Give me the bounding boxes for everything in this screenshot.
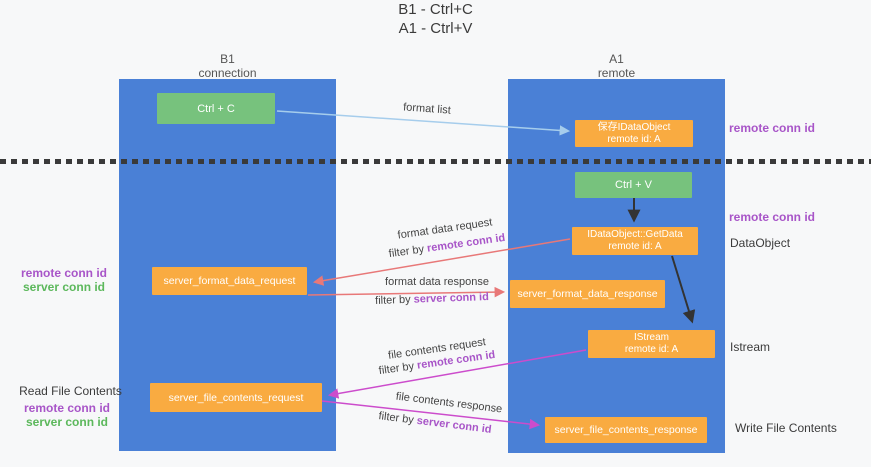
filter-by-text: filter by (374, 293, 411, 307)
server-format-data-request-box: server_format_data_request (152, 267, 307, 295)
lifeline-header-a1: A1 remote (508, 52, 725, 80)
save-dataobject-line2: remote id: A (607, 133, 661, 145)
server-file-contents-request-label: server_file_contents_request (168, 391, 304, 404)
filter-by-text: filter by (377, 410, 415, 427)
server-conn-id-inline-1: server conn id (413, 291, 490, 306)
remote-conn-id-label-left2: remote conn id (23, 401, 110, 415)
lifeline-b1-name: B1 (220, 52, 235, 66)
istream-label: Istream (730, 340, 771, 354)
ctrl-v-box: Ctrl + V (575, 172, 692, 198)
read-file-contents-label: Read File Contents (19, 384, 122, 398)
left-conn-id-group-format: remote conn id server conn id (14, 266, 114, 294)
istream-box: IStream remote id: A (588, 330, 715, 358)
format-list-label: format list (402, 101, 452, 117)
dataobject-label: DataObject (730, 236, 791, 250)
remote-conn-id-label-top: remote conn id (729, 121, 816, 135)
server-conn-id-inline-2: server conn id (416, 414, 493, 436)
istream-line1: IStream (633, 332, 669, 343)
lifeline-a1-name: A1 (609, 52, 624, 66)
title-line-2: A1 - Ctrl+V (398, 20, 473, 37)
ctrl-c-box: Ctrl + C (157, 93, 275, 124)
getdata-line1: IDataObject::GetData (587, 229, 683, 240)
server-file-contents-request-box: server_file_contents_request (150, 383, 322, 412)
getdata-line2: remote id: A (608, 241, 662, 252)
left-conn-id-group-file: remote conn id server conn id (17, 401, 117, 429)
format-data-response-label: format data response (385, 276, 489, 288)
remote-conn-id-label-mid: remote conn id (729, 210, 816, 224)
server-file-contents-response-box: server_file_contents_response (545, 417, 707, 443)
diagram-title: B1 - Ctrl+C A1 - Ctrl+V (0, 0, 871, 38)
remote-conn-id-label-left1: remote conn id (20, 266, 107, 280)
dashed-separator (0, 159, 871, 164)
server-format-data-request-label: server_format_data_request (163, 275, 296, 287)
istream-line2: remote id: A (624, 344, 679, 355)
filter-by-server-label-1: filter by server conn id (375, 291, 489, 307)
save-dataobject-box: 保存IDataObject remote id: A (575, 120, 693, 147)
lifeline-a1-role: remote (597, 66, 636, 80)
title-line-1: B1 - Ctrl+C (398, 1, 473, 18)
lifeline-header-b1: B1 connection (119, 52, 336, 80)
server-format-data-response-label: server_format_data_response (517, 288, 658, 300)
filter-by-server-label-2: filter by server conn id (378, 410, 492, 436)
server-conn-id-label-left2: server conn id (25, 415, 109, 429)
server-format-data-response-box: server_format_data_response (510, 280, 665, 308)
lifeline-b1-role: connection (198, 66, 257, 80)
save-dataobject-line1: 保存IDataObject (597, 121, 671, 133)
filter-by-text: filter by (388, 243, 425, 261)
ctrl-v-label: Ctrl + V (615, 179, 652, 191)
file-contents-response-label: file contents response (395, 390, 503, 416)
write-file-contents-label: Write File Contents (735, 421, 837, 435)
ctrl-c-label: Ctrl + C (197, 102, 235, 115)
server-conn-id-label-left1: server conn id (22, 280, 106, 294)
getdata-box: IDataObject::GetData remote id: A (572, 227, 698, 255)
filter-by-text: filter by (378, 360, 415, 378)
server-file-contents-response-label: server_file_contents_response (554, 424, 698, 436)
